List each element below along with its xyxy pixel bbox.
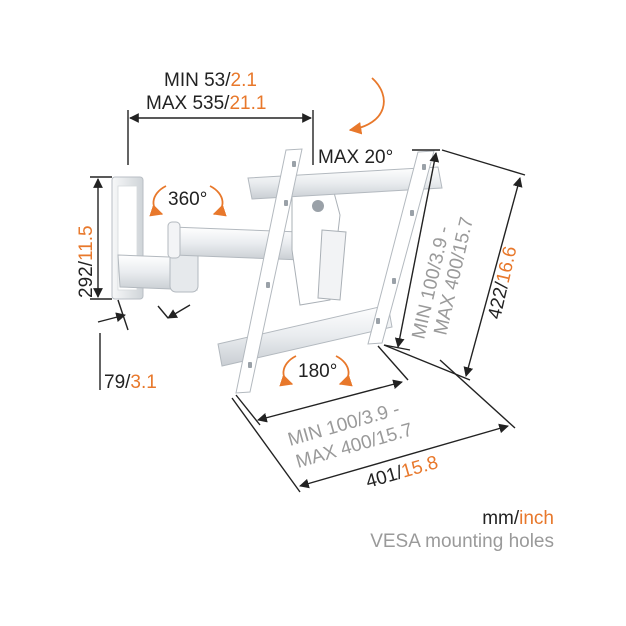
swivel-wall-arrow-right-icon	[209, 185, 227, 217]
vesa-vertical-dimension-line	[394, 152, 440, 348]
reach-max-label: MAX 535/21.1	[146, 93, 266, 114]
depth-label: 79/3.1	[104, 372, 157, 393]
unit-legend: mm/inch	[482, 508, 554, 530]
unit-separator: /	[513, 508, 520, 529]
bracket-width-label: 401/15.8	[364, 452, 441, 493]
unit-inch: inch	[519, 508, 554, 529]
bottom-rail	[217, 304, 393, 367]
tilt-label: MAX 20°	[318, 147, 393, 168]
bracket-height-dimension-line	[463, 177, 523, 377]
swivel-tv-arrow-right-icon	[335, 355, 353, 387]
left-vertical-bracket	[235, 148, 303, 394]
depth-dimension-line	[97, 312, 126, 323]
reach-min-label: MIN 53/2.1	[164, 70, 257, 91]
unit-mm: mm	[482, 508, 514, 529]
vesa-horizontal-dimension-line	[257, 379, 403, 423]
tilt-arrow-icon	[348, 77, 385, 135]
swivel-tv-label: 180°	[298, 361, 337, 382]
bracket-height-label: 422/16.6	[484, 244, 521, 321]
swivel-wall-arrow-left-icon	[149, 185, 167, 217]
height-label: 292/11.5	[76, 225, 97, 298]
wall-mount-product	[111, 148, 443, 394]
dimension-lines	[90, 110, 526, 493]
top-rail	[247, 166, 443, 200]
bracket-width-dimension-line	[299, 423, 509, 489]
swivel-tv-arrow-left-icon	[279, 355, 297, 387]
rotation-arrows	[149, 77, 385, 387]
swivel-wall-label: 360°	[168, 189, 207, 210]
vesa-legend: VESA mounting holes	[370, 531, 554, 552]
